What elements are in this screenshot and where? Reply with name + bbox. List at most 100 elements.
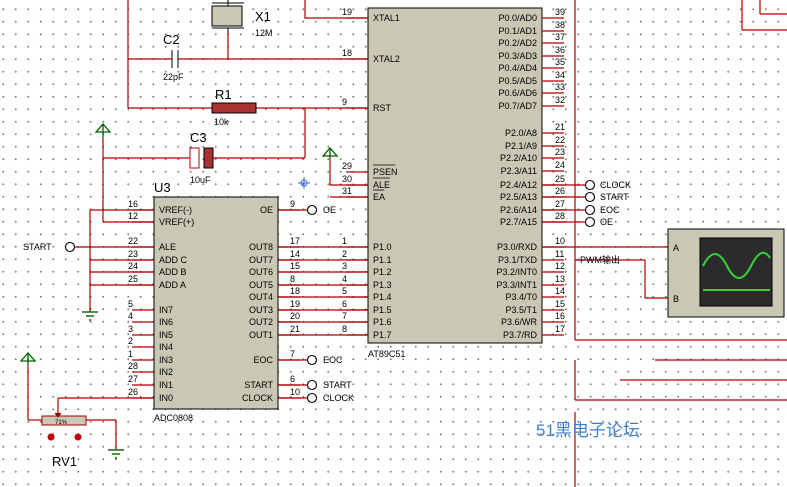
pin-number: 31 [342, 186, 352, 196]
resistor-r1[interactable]: R1 10k [211, 87, 257, 127]
pin-8: 8P1.7 [342, 324, 392, 340]
pin-number: 14 [555, 286, 565, 296]
terminal-oe-mcu[interactable]: OE [584, 216, 614, 228]
pin-label: P1.3 [373, 280, 392, 290]
pin-label: OUT2 [249, 317, 273, 327]
c2-ref: C2 [163, 32, 180, 47]
r1-value: 10k [214, 117, 229, 127]
terminal-clock-adc[interactable]: CLOCK [306, 392, 355, 404]
pin-number: 11 [555, 249, 564, 259]
pin-number: 15 [555, 299, 565, 309]
terminal-eoc-mcu[interactable]: EOC [584, 204, 621, 216]
terminal-eoc-adc[interactable]: EOC [306, 354, 344, 366]
pin-number: 27 [555, 199, 565, 209]
pin-label: P2.4/A12 [500, 180, 537, 190]
oscilloscope[interactable]: A B [667, 228, 785, 318]
pin-label: START [244, 380, 273, 390]
pin-label: PSEN [373, 167, 398, 177]
pin-number: 21 [290, 324, 300, 334]
terminal-start-in[interactable]: START [23, 241, 76, 253]
capacitor-c2[interactable]: C2 22pF [163, 32, 185, 82]
pin-number: 28 [555, 211, 565, 221]
at89c51-body[interactable] [367, 7, 543, 344]
terminal-oe-mcu-label: OE [600, 217, 613, 227]
watermark: 51黑电子论坛 [536, 421, 640, 440]
pin-label: P2.0/A8 [505, 128, 537, 138]
pin-number: 30 [342, 174, 352, 184]
terminal-oe-adc-label: OE [323, 205, 336, 215]
pin-label: P1.0 [373, 242, 392, 252]
ground-symbols [82, 311, 124, 459]
pin-1: 1P1.0 [342, 236, 392, 252]
terminal-start-adc[interactable]: START [306, 379, 353, 391]
pin-number: 33 [555, 82, 565, 92]
potentiometer-rv1[interactable]: 71% RV1 [41, 410, 87, 469]
terminal-eoc-adc-label: EOC [323, 355, 343, 365]
adc0808-body[interactable] [153, 196, 279, 410]
terminal-oe-adc[interactable]: OE [306, 204, 337, 216]
pin-label: IN6 [159, 317, 173, 327]
pin-label: OUT1 [249, 330, 273, 340]
rv1-percent: 71% [55, 420, 68, 426]
pin-number: 12 [555, 261, 565, 271]
pin-number: 13 [555, 274, 565, 284]
pin-6: 6P1.5 [342, 299, 392, 315]
capacitor-c3[interactable]: C3 10uF [189, 130, 214, 185]
pin-label: P0.6/AD6 [498, 88, 537, 98]
pin-number: 2 [128, 336, 133, 346]
pin-label: P3.6/WR [501, 317, 538, 327]
pin-number: 37 [555, 32, 565, 42]
pin-number: 5 [342, 286, 347, 296]
scope-trace-a [702, 251, 771, 279]
scope-channel-b: B [673, 294, 679, 304]
pin-number: 18 [290, 286, 300, 296]
pin-label: OE [260, 205, 273, 215]
pin-3: 3P1.2 [342, 261, 392, 277]
pin-label: OUT3 [249, 305, 273, 315]
terminal-clock-adc-label: CLOCK [323, 393, 354, 403]
pin-number: 36 [555, 45, 565, 55]
pin-number: 35 [555, 57, 565, 67]
pin-label: P2.2/A10 [500, 153, 537, 163]
pin-label: P3.2/INT0 [496, 267, 537, 277]
pin-number: 2 [342, 249, 347, 259]
at89c51-left-pins: 19XTAL118XTAL29RST29PSEN30ALE31EA1P1.02P… [342, 7, 400, 340]
r1-ref: R1 [215, 87, 232, 102]
terminal-start-mcu[interactable]: START [584, 191, 630, 203]
crystal-x1[interactable]: X1 12M [211, 0, 273, 38]
terminal-clock-mcu[interactable]: CLOCK [584, 179, 632, 191]
terminal-start-adc-label: START [323, 380, 352, 390]
scope-screen [699, 237, 773, 307]
terminal-start-in-label: START [23, 242, 52, 252]
pin-label: IN2 [159, 367, 173, 377]
pin-number: 22 [128, 236, 138, 246]
pin-number: 10 [290, 387, 300, 397]
pin-label: P0.7/AD7 [498, 101, 537, 111]
rv1-ref: RV1 [52, 454, 77, 469]
pin-number: 8 [342, 324, 347, 334]
pin-number: 7 [290, 349, 295, 359]
